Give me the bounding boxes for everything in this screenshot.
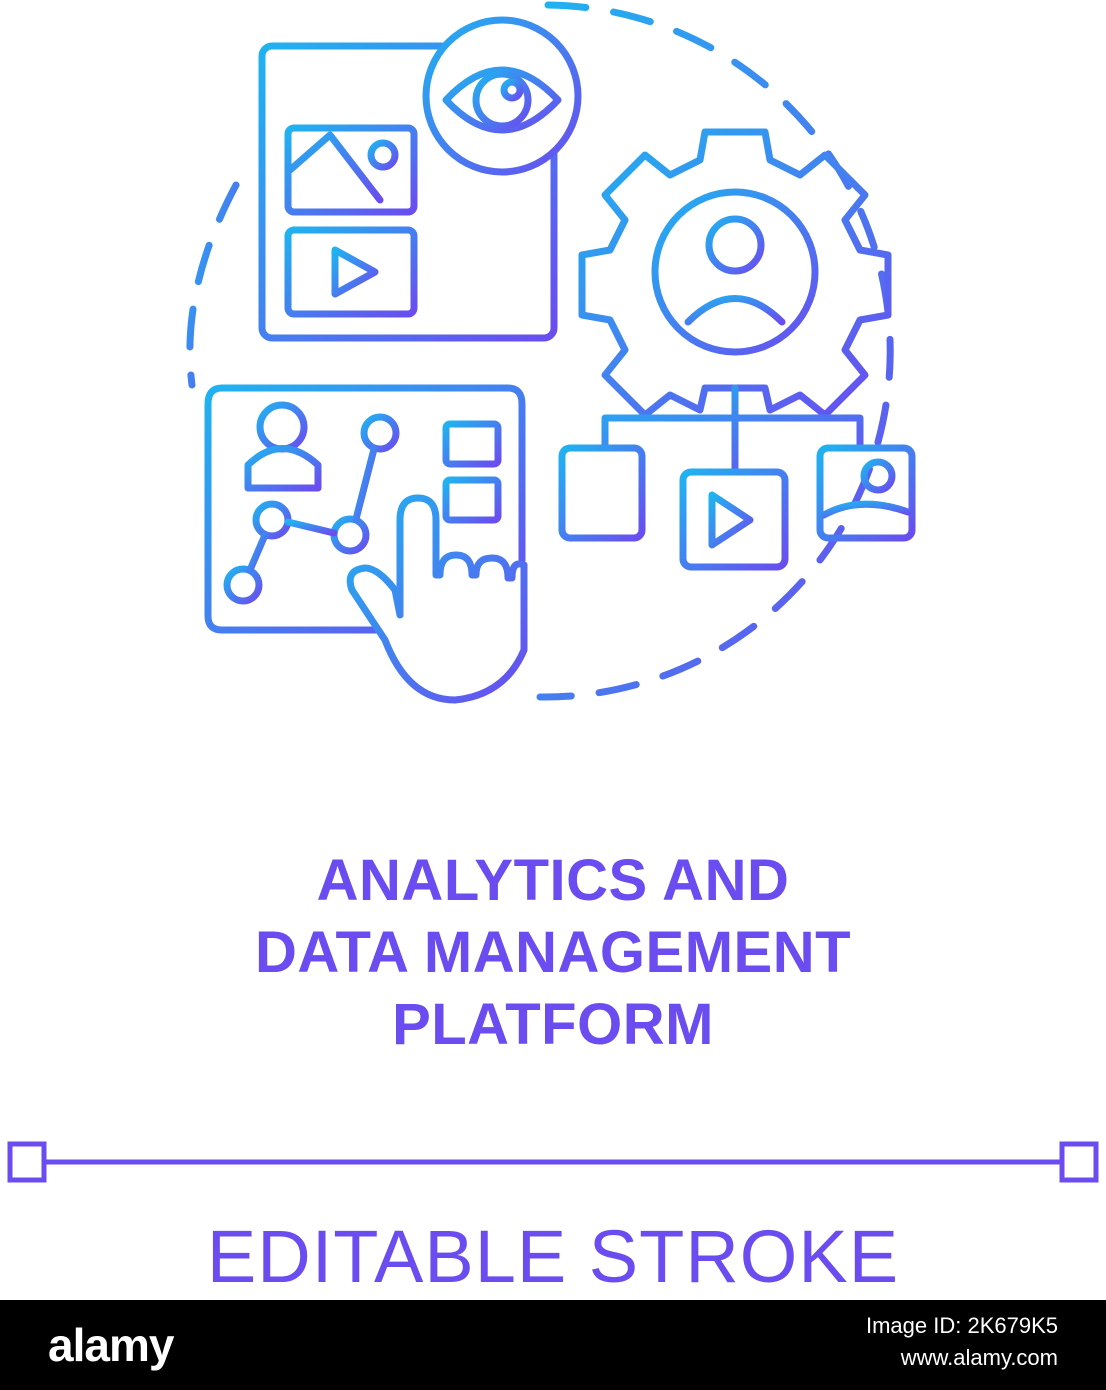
editable-stroke-label: EDITABLE STROKE bbox=[206, 1215, 900, 1298]
title-line-1: ANALYTICS AND bbox=[316, 848, 790, 913]
photo-icon bbox=[816, 444, 916, 542]
footer-image-info: Image ID: 2K679K5 www.alamy.com bbox=[866, 1310, 1058, 1374]
graph-icon bbox=[223, 413, 400, 605]
video-play-icon bbox=[284, 226, 418, 318]
pointing-hand-icon bbox=[346, 494, 528, 704]
tree-connector bbox=[601, 384, 864, 474]
video-play-icon bbox=[679, 468, 789, 571]
dashed-arc-left bbox=[186, 181, 240, 389]
analytics-data-platform-illustration bbox=[186, 1, 916, 704]
eye-icon bbox=[422, 16, 582, 176]
editable-stroke-line bbox=[7, 1141, 1099, 1183]
document-icon bbox=[558, 444, 646, 542]
user-icon bbox=[244, 401, 322, 492]
image-icon bbox=[284, 124, 418, 216]
footer-bar: alamy Image ID: 2K679K5 www.alamy.com bbox=[0, 1300, 1106, 1390]
dashed-circle bbox=[536, 1, 894, 701]
dashboard-icon bbox=[204, 384, 526, 634]
site-url: www.alamy.com bbox=[900, 1345, 1058, 1370]
stroke-handle-left bbox=[7, 1141, 47, 1183]
gear-user-icon bbox=[578, 128, 892, 419]
image-id: Image ID: 2K679K5 bbox=[865, 1313, 1058, 1338]
webpage-icon bbox=[258, 42, 558, 342]
alamy-logo: alamy bbox=[48, 1319, 174, 1371]
title-line-2: DATA MANAGEMENT bbox=[254, 920, 852, 985]
stroke-handle-right bbox=[1059, 1141, 1099, 1183]
concept-title: ANALYTICS AND DATA MANAGEMENT PLATFORM bbox=[0, 845, 1106, 1061]
title-line-3: PLATFORM bbox=[392, 992, 714, 1057]
